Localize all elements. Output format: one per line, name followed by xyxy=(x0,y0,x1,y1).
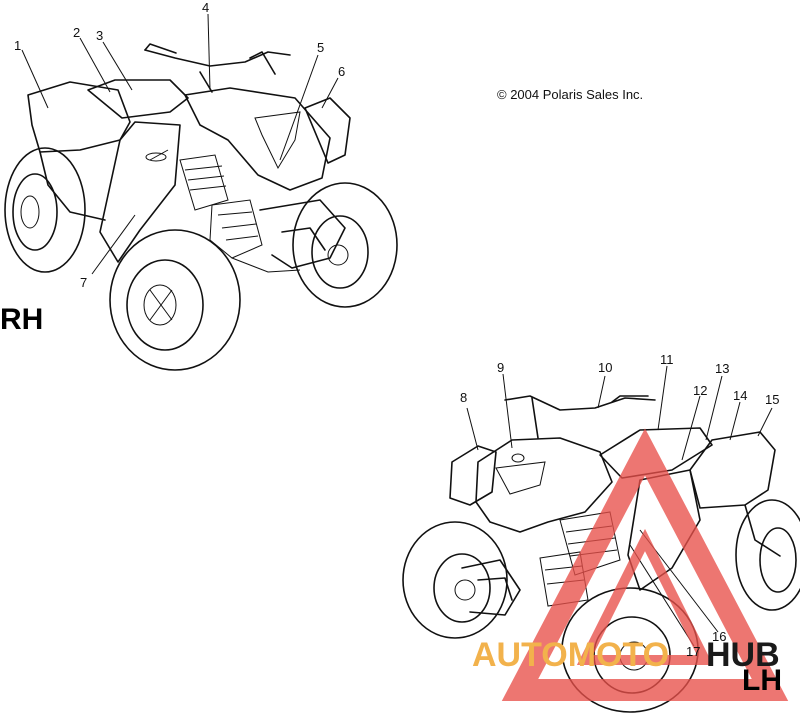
callout-4: 4 xyxy=(202,0,209,15)
atv-left-side-view xyxy=(402,395,800,713)
copyright-notice: © 2004 Polaris Sales Inc. xyxy=(497,87,643,102)
callout-15: 15 xyxy=(765,392,779,407)
callout-8: 8 xyxy=(460,390,467,405)
callout-11: 11 xyxy=(660,352,674,367)
callout-2: 2 xyxy=(73,25,80,40)
watermark-text-right: HUB xyxy=(706,636,780,674)
callout-13: 13 xyxy=(715,361,729,376)
callout-12: 12 xyxy=(693,383,707,398)
callout-9: 9 xyxy=(497,360,504,375)
callout-1: 1 xyxy=(14,38,21,53)
callout-17: 17 xyxy=(686,644,700,659)
callout-14: 14 xyxy=(733,388,747,403)
atv-right-side-view xyxy=(4,43,398,371)
callout-3: 3 xyxy=(96,28,103,43)
watermark-logo xyxy=(501,428,789,701)
callout-16: 16 xyxy=(712,629,726,644)
callout-10: 10 xyxy=(598,360,612,375)
rh-view-label: RH xyxy=(0,303,43,336)
callout-7: 7 xyxy=(80,275,87,290)
callout-5: 5 xyxy=(317,40,324,55)
callout-6: 6 xyxy=(338,64,345,79)
watermark-text-left: AUTOMOTO xyxy=(472,636,669,674)
lh-view-label: LH xyxy=(742,664,782,697)
rh-leader-lines xyxy=(21,13,339,275)
